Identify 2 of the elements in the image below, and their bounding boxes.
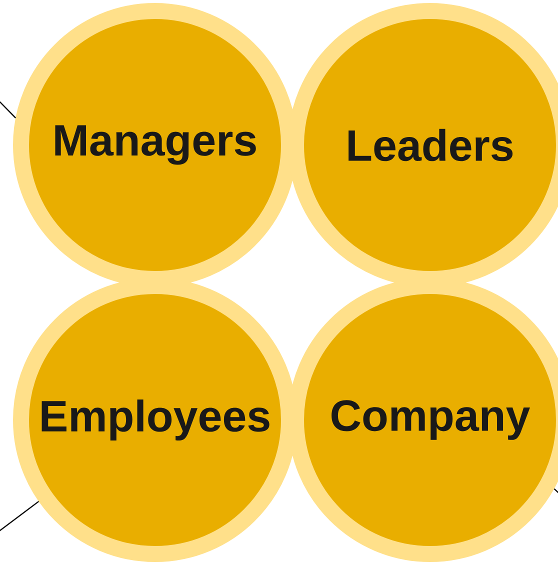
line — [0, 500, 40, 532]
line — [0, 100, 16, 118]
